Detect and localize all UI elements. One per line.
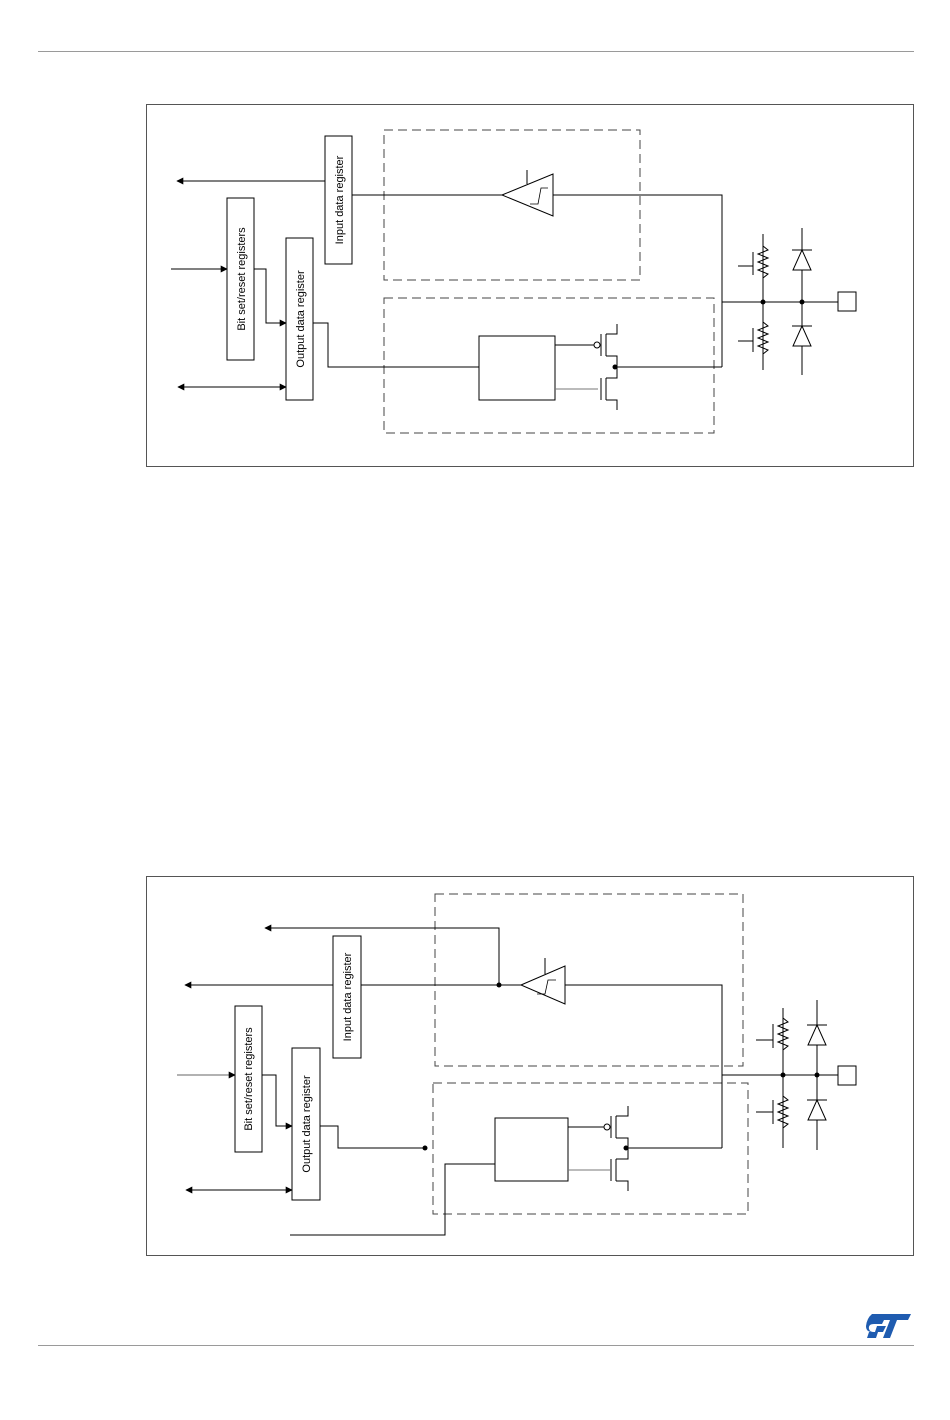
upper-protection-diode-icon <box>808 1025 826 1045</box>
output-control-box <box>495 1118 568 1181</box>
lower-protection-diode-icon <box>808 1100 826 1120</box>
bottom-bit-set-reset-registers-label: Bit set/reset registers <box>243 1027 255 1131</box>
figure-bottom <box>177 894 856 1235</box>
io-pin-pad <box>838 1066 856 1085</box>
top-output-data-register-label: Output data register <box>295 270 307 368</box>
bsrr-to-odr-arrow <box>262 1075 292 1126</box>
pmos-gate-bubble <box>594 342 600 348</box>
figure-top <box>171 130 856 433</box>
bottom-output-data-register-label: Output data register <box>301 1075 313 1173</box>
bsrr-to-odr-arrow <box>254 269 286 323</box>
schmitt-trigger-icon <box>521 966 565 1004</box>
top-bit-set-reset-registers-label: Bit set/reset registers <box>236 227 248 331</box>
pmos-gate-bubble <box>604 1124 610 1130</box>
upper-protection-diode-icon <box>793 250 811 270</box>
output-control-box <box>479 336 555 400</box>
input-driver-dashed-box <box>384 130 640 280</box>
st-logo-icon <box>866 1313 912 1339</box>
analog-path-arrow <box>265 928 499 985</box>
input-driver-dashed-box <box>435 894 743 1066</box>
bottom-input-data-register-label: Input data register <box>342 952 354 1041</box>
lower-protection-diode-icon <box>793 326 811 346</box>
io-pin-pad <box>838 292 856 311</box>
top-input-data-register-label: Input data register <box>334 155 346 244</box>
